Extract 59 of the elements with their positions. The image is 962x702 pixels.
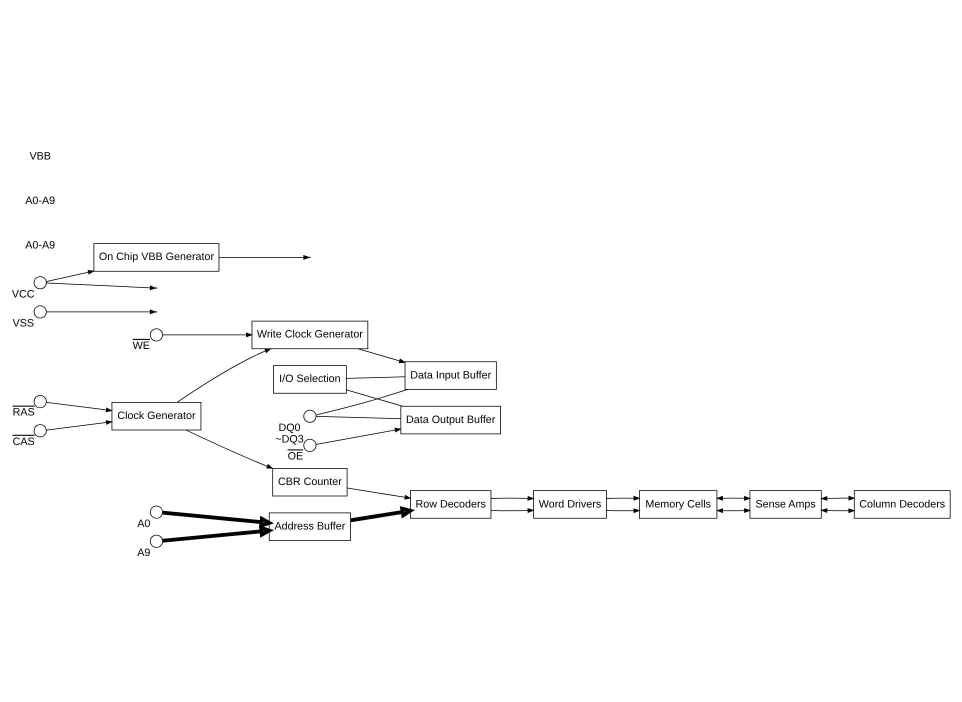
- node-box: Write Clock Generator: [252, 320, 368, 350]
- node-label: A9: [137, 547, 150, 560]
- label: A0-A9: [25, 195, 56, 208]
- node-box: CBR Counter: [272, 468, 348, 496]
- arrow: [46, 402, 113, 412]
- node-label: RAS: [12, 406, 35, 419]
- node-label: VCC: [12, 288, 34, 300]
- node-label: WE: [132, 340, 150, 352]
- arrow: [316, 428, 402, 445]
- connector: [346, 376, 406, 379]
- arrow: [46, 420, 113, 430]
- node-label: A0: [137, 518, 150, 530]
- node-circle: [34, 424, 47, 438]
- arrow: [716, 496, 751, 501]
- arrow: [490, 508, 535, 513]
- arrow: [162, 525, 274, 543]
- arrow: [490, 496, 535, 501]
- arrow: [46, 270, 95, 282]
- node-circle: [34, 395, 47, 408]
- node-circle: [150, 506, 163, 519]
- arrow: [186, 430, 274, 469]
- node-box: Clock Generator: [112, 402, 202, 430]
- node-label: OE: [288, 450, 304, 462]
- arrow: [820, 508, 856, 514]
- label: A0-A9: [25, 240, 56, 252]
- node-box: Column Decoders: [854, 490, 951, 519]
- node-label: ~DQ3: [275, 433, 304, 446]
- node-circle: [34, 276, 47, 290]
- arrow: [350, 506, 415, 522]
- node-circle: [303, 410, 316, 423]
- arrow: [716, 508, 751, 514]
- node-label: VSS: [12, 318, 34, 330]
- node-box: I/O Selection: [273, 365, 347, 394]
- connector: [316, 389, 408, 416]
- node-box: Row Decoders: [410, 490, 492, 519]
- node-label: CAS: [12, 436, 35, 448]
- node-box: Word Drivers: [533, 490, 607, 519]
- arrow: [606, 496, 640, 501]
- arrow: [820, 496, 856, 501]
- node-circle: [150, 534, 163, 548]
- arrow: [606, 508, 640, 514]
- node-box: On Chip VBB Generator: [94, 243, 220, 272]
- arrow: [346, 488, 412, 500]
- label: VBB: [29, 150, 51, 163]
- arrow: [162, 332, 253, 338]
- arrow: [358, 348, 406, 364]
- node-circle: [34, 305, 47, 318]
- node-box: Memory Cells: [639, 490, 718, 519]
- arrow: [162, 510, 274, 528]
- arrow: [176, 348, 272, 403]
- connector: [346, 389, 403, 407]
- node-circle: [303, 438, 316, 452]
- node-circle: [150, 328, 163, 342]
- node-box: Address Buffer: [268, 512, 351, 541]
- node-box: Data Output Buffer: [400, 406, 501, 434]
- node-box: Data Input Buffer: [404, 361, 497, 390]
- node-box: Sense Amps: [750, 490, 822, 519]
- node-label: DQ0: [278, 422, 301, 434]
- connector: [316, 416, 401, 420]
